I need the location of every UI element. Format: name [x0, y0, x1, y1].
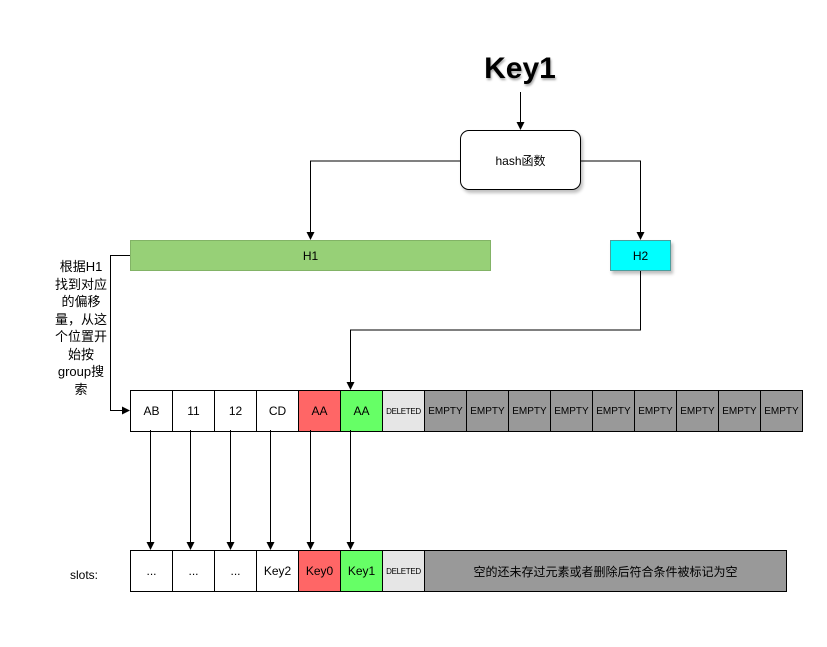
note-line: 根据H1 [59, 259, 103, 274]
note-line: 找到对应 [54, 276, 107, 292]
control-cell: EMPTY [592, 390, 635, 432]
control-cell: EMPTY [466, 390, 509, 432]
note-line: group搜 [57, 364, 105, 379]
control-cell: EMPTY [760, 390, 803, 432]
slots-row: ... ... ... Key2 Key0 Key1 DELETED 空的还未存… [130, 550, 787, 592]
control-cell: DELETED [382, 390, 425, 432]
note-line: 索 [74, 381, 88, 397]
control-cell: 12 [214, 390, 257, 432]
h1-bar: H1 [130, 240, 491, 271]
slot-cell: Key1 [340, 550, 383, 592]
slot-cell: DELETED [382, 550, 425, 592]
hash-to-h2-arrow [581, 160, 645, 240]
h1-to-control-arrow [110, 255, 130, 415]
h2-box: H2 [610, 240, 671, 271]
control-cell: AA [298, 390, 341, 432]
search-note: 根据H1 找到对应 的偏移 量，从这 个位置开 始按 group搜 索 [50, 258, 112, 398]
control-cell: EMPTY [718, 390, 761, 432]
h2-to-control-arrow [346, 271, 641, 390]
slots-label: slots: [70, 568, 99, 582]
h2-label: H2 [632, 248, 649, 263]
h1-label: H1 [302, 248, 319, 263]
hash-to-h1-arrow [306, 160, 460, 240]
key-title: Key1 [484, 52, 556, 85]
control-bytes-row: AB 11 12 CD AA AA DELETED EMPTY EMPTY EM… [130, 390, 803, 432]
note-line: 的偏移 [61, 294, 101, 309]
control-cell: CD [256, 390, 299, 432]
control-cell: EMPTY [424, 390, 467, 432]
control-cell: EMPTY [508, 390, 551, 432]
note-line: 始按 [67, 346, 94, 362]
control-cell: 11 [172, 390, 215, 432]
control-cell: EMPTY [550, 390, 593, 432]
hash-function-label: hash函数 [495, 153, 546, 168]
slot-cell: Key2 [256, 550, 299, 592]
slot-cell: 空的还未存过元素或者删除后符合条件被标记为空 [424, 550, 787, 592]
slot-cell: ... [130, 550, 173, 592]
note-line: 量，从这 [54, 311, 107, 327]
note-line: 个位置开 [54, 329, 107, 344]
control-cell: EMPTY [634, 390, 677, 432]
hash-function-box: hash函数 [460, 130, 581, 190]
control-cell: AA [340, 390, 383, 432]
